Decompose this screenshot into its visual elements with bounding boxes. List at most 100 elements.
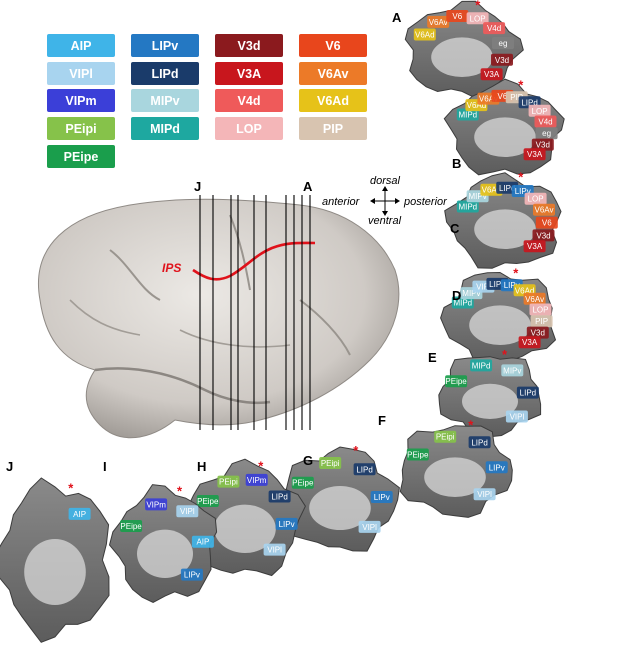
area-label-lipv: LIPv: [184, 571, 200, 580]
legend-swatch-vipl: VIPl: [47, 62, 115, 85]
area-label-v6av: V6Av: [429, 18, 448, 27]
ips-label: IPS: [162, 261, 181, 275]
section-label-first: J: [194, 179, 201, 194]
asterisk-marker: *: [513, 266, 519, 281]
area-patch-lop: [524, 192, 547, 205]
area-patch-vipm: [245, 473, 268, 486]
area-label-peipi: PEipi: [436, 433, 455, 442]
area-label-v6ad: V6Ad: [515, 286, 535, 295]
area-label-lipd: LIPd: [499, 184, 515, 193]
panel-letter-j: J: [6, 459, 13, 474]
area-patch-aip: [68, 507, 91, 520]
area-label-mipd: MIPd: [472, 361, 491, 370]
asterisk-marker: *: [177, 484, 183, 499]
area-label-v3d: V3d: [531, 329, 545, 338]
area-label-vipm: VIPm: [146, 500, 166, 509]
area-patch-lipd: [353, 463, 376, 476]
white-matter-j: [24, 539, 86, 605]
label-posterior: posterior: [403, 196, 448, 208]
area-label-vipl: VIPl: [476, 283, 491, 292]
area-patch-v4d: [534, 115, 557, 128]
area-patch-lipd: [516, 386, 539, 399]
area-patch-v3d: [491, 53, 513, 66]
area-label-peipe: PEipe: [120, 522, 142, 531]
legend-swatch-pip: PIP: [299, 117, 367, 140]
asterisk-marker: *: [518, 170, 524, 185]
area-patch-peipi: [434, 430, 457, 443]
white-matter-d: [469, 305, 531, 346]
area-label-vipl: VIPl: [477, 490, 492, 499]
area-label-vipl: VIPl: [180, 507, 195, 516]
white-matter-e: [462, 383, 518, 419]
area-patch-v6av: [427, 15, 450, 28]
panel-letter-i: I: [103, 459, 107, 474]
area-patch-mipd: [470, 359, 493, 372]
area-label-lipd: LIPd: [356, 465, 372, 474]
area-patch-vipl: [358, 520, 381, 533]
area-patch-v3a: [523, 240, 546, 253]
area-label-v3a: V3A: [527, 242, 543, 251]
area-label-lipd: LIPd: [271, 493, 287, 502]
panel-letter-h: H: [197, 459, 206, 474]
area-label-lop: LOP: [470, 14, 486, 23]
area-label-lipv: LIPv: [515, 187, 531, 196]
area-label-vipl: VIPl: [510, 413, 525, 422]
panel-letter-c: C: [450, 221, 460, 236]
area-patch-peipe: [445, 375, 468, 388]
area-label-lipd: LIPd: [521, 98, 537, 107]
area-patch-v6: [446, 10, 469, 22]
area-patch-v3a: [523, 148, 546, 161]
section-panel-j: AIP*J: [0, 459, 110, 643]
area-patch-v6av: [523, 292, 546, 305]
area-label-peipi: PEipi: [219, 478, 238, 487]
panel-letter-g: G: [303, 453, 313, 468]
area-patch-lipv: [275, 517, 298, 530]
area-label-mipv: MIPv: [462, 289, 480, 298]
legend-swatch-v3d: V3d: [215, 34, 283, 57]
area-label-v6ad: V6Ad: [415, 31, 435, 40]
area-label-pip: PIP: [535, 317, 548, 326]
area-label-vipl: VIPl: [362, 523, 377, 532]
area-label-eg: eg: [499, 39, 508, 48]
label-ventral: ventral: [368, 215, 402, 227]
area-patch-peipi: [217, 475, 240, 488]
asterisk-marker: *: [502, 347, 508, 362]
area-patch-v6ad: [413, 28, 436, 41]
area-patch-lipd: [468, 436, 491, 449]
area-label-lop: LOP: [528, 195, 544, 204]
white-matter-h: [214, 504, 276, 553]
area-patch-pip: [530, 315, 553, 328]
area-label-lipv: LIPv: [279, 520, 295, 529]
panel-letter-f: F: [378, 413, 386, 428]
asterisk-marker: *: [518, 78, 524, 93]
area-patch-mipd: [456, 200, 479, 213]
section-lines: [199, 195, 311, 430]
area-label-mipd: MIPd: [458, 111, 477, 120]
area-label-v3a: V3A: [484, 70, 500, 79]
area-patch-v3a: [480, 68, 503, 81]
area-label-mipv: MIPv: [503, 366, 521, 375]
area-patch-lipv: [180, 568, 203, 581]
legend-swatch-peipi: PEipi: [47, 117, 115, 140]
legend-swatch-mipd: MIPd: [131, 117, 199, 140]
area-label-aip: AIP: [73, 510, 86, 519]
area-patch-vipl: [176, 505, 199, 518]
area-patch-v3d: [532, 229, 555, 242]
area-patch-mipd: [456, 108, 479, 121]
area-label-peipi: PEipi: [321, 459, 340, 468]
area-label-lipd: LIPd: [471, 438, 487, 447]
asterisk-marker: *: [468, 418, 474, 433]
asterisk-marker: *: [258, 459, 264, 474]
label-dorsal: dorsal: [370, 175, 401, 187]
legend-swatch-v6ad: V6Ad: [299, 89, 367, 112]
area-patch-v3d: [526, 326, 549, 339]
legend-swatch-lipv: LIPv: [131, 34, 199, 57]
asterisk-marker: *: [353, 443, 359, 458]
